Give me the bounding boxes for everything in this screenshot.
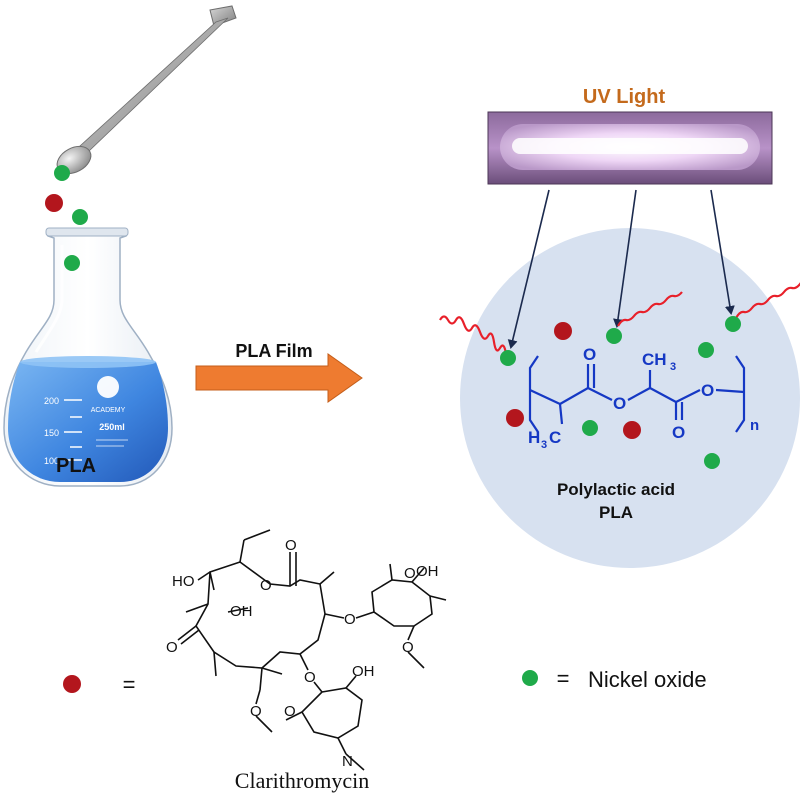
flask-mark-100: 100 [44,456,59,466]
uv-ray-arrow [613,189,637,328]
pla-solution [8,362,168,482]
cla-o-link-2: O [304,669,316,686]
pla-h3c-sub: 3 [541,439,547,451]
uv-wave-icon [617,291,683,327]
cla-oh-ring: OH [230,603,253,620]
uv-ray-arrow [710,189,735,315]
uv-ray-arrow [507,189,550,349]
cla-o-link-1: O [344,611,356,628]
flask-label-pla: PLA [56,455,96,477]
cla-o-methoxy-2: O [250,703,262,720]
flask-logo-icon [97,376,119,398]
falling-particle-green [72,209,88,225]
process-arrow [195,353,363,403]
falling-particle-red [45,194,63,212]
uv-light-label: UV Light [583,86,666,108]
pla-structure [528,355,746,433]
clarithromycin-particle [623,421,641,439]
pla-ch3-top-sub: 3 [670,361,676,373]
cla-ho-left: HO [172,573,195,590]
legend-nickel-oxide: Nickel oxide [588,667,707,692]
pla-film-label: PLA Film [235,341,312,361]
clarithromycin-particle [554,322,572,340]
flask-brand: ACADEMY [91,407,126,414]
pla-o-carbonyl-1: O [583,345,596,364]
cla-oh-top-right: OH [416,563,439,580]
nickel-oxide-particle [606,328,622,344]
pla-o-right: O [701,381,714,400]
cla-oh-sugar: OH [352,663,375,680]
falling-particle-green [54,165,70,181]
clarithromycin-label: Clarithromycin [235,768,369,793]
cla-o-methoxy-1: O [402,639,414,656]
cla-o-sugar-ring-2: O [284,703,296,720]
pla-ch3-top: CH [642,350,667,369]
cla-o-lactone-1: O [285,537,297,554]
nickel-oxide-particle [704,453,720,469]
nickel-oxide-particle [500,350,516,366]
uv-wave-icon [439,315,512,364]
legend-green-particle [522,670,538,686]
cla-o-sugar-ring-1: O [404,565,416,582]
cla-o-ketone: O [166,639,178,656]
nickel-oxide-particle [582,420,598,436]
uv-lamp-icon [487,111,773,185]
pla-o-ester: O [613,394,626,413]
uv-wave-icon [735,282,800,319]
nickel-oxide-particle [725,316,741,332]
cla-n-amine: N [342,753,353,770]
spatula-icon [56,5,237,175]
pla-h3c-c: C [549,428,561,447]
pla-o-carbonyl-2: O [672,423,685,442]
legend-red-particle [63,675,81,693]
legend-equals-red: = [123,672,136,697]
clarithromycin-particle [506,409,524,427]
clarithromycin-structure [177,529,447,771]
pla-repeat-n: n [750,417,759,434]
nickel-oxide-particle [698,342,714,358]
cla-o-lactone-2: O [260,577,272,594]
flask-mark-200: 200 [44,396,59,406]
polylactic-acid-label: Polylactic acid [557,480,675,499]
flask-icon: 200 150 100 ACADEMY 250ml PLA [3,227,173,487]
legend-equals-green: = [557,666,570,691]
flask-mark-150: 150 [44,428,59,438]
falling-particle-green [64,255,80,271]
flask-volume: 250ml [99,422,125,432]
pla-circle-label: PLA [599,503,633,522]
pla-h3c-h: H [528,428,540,447]
